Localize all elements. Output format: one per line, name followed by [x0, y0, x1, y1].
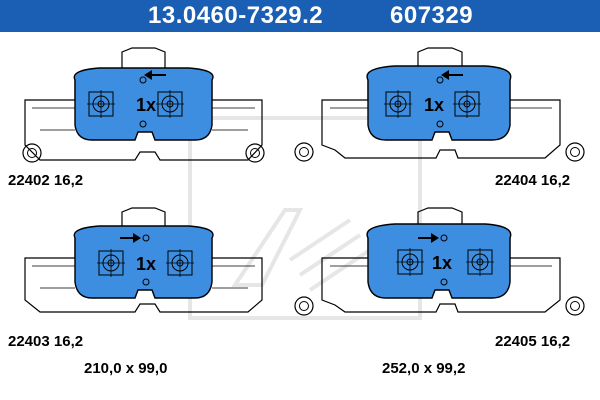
pad-22405: 1x	[294, 207, 585, 316]
ate-logo-watermark	[188, 116, 422, 320]
friction-material-22402	[73, 67, 214, 141]
pad-code-22402: 22402 16,2	[8, 172, 84, 189]
pad-code-22403: 22403 16,2	[8, 333, 84, 350]
qty-22403: 1x	[136, 254, 156, 274]
qty-22404: 1x	[424, 95, 444, 115]
pad-22402: 1x	[22, 47, 265, 163]
arrow-left-icon	[441, 70, 463, 80]
part-number: 13.0460-7329.2	[148, 2, 324, 29]
qty-22402: 1x	[136, 95, 156, 115]
friction-material-22405	[366, 223, 512, 299]
arrow-left-icon	[144, 70, 166, 80]
brake-pad-drawing: 1x 1x 1x	[22, 47, 585, 320]
arrow-right-icon	[120, 233, 141, 243]
header-bar: 13.0460-7329.2 607329	[0, 0, 600, 32]
pad-code-22404: 22404 16,2	[495, 172, 571, 189]
qty-22405: 1x	[432, 253, 452, 273]
pad-22403: 1x	[24, 207, 263, 313]
dimension-left: 210,0 x 99,0	[84, 360, 168, 377]
arrow-right-icon	[418, 233, 439, 243]
pad-22404: 1x	[294, 47, 585, 162]
friction-material-22403	[73, 225, 214, 299]
dimension-right: 252,0 x 99,2	[382, 360, 466, 377]
reference-number: 607329	[390, 2, 474, 29]
friction-material-22404	[366, 65, 512, 141]
pad-code-22405: 22405 16,2	[495, 333, 571, 350]
